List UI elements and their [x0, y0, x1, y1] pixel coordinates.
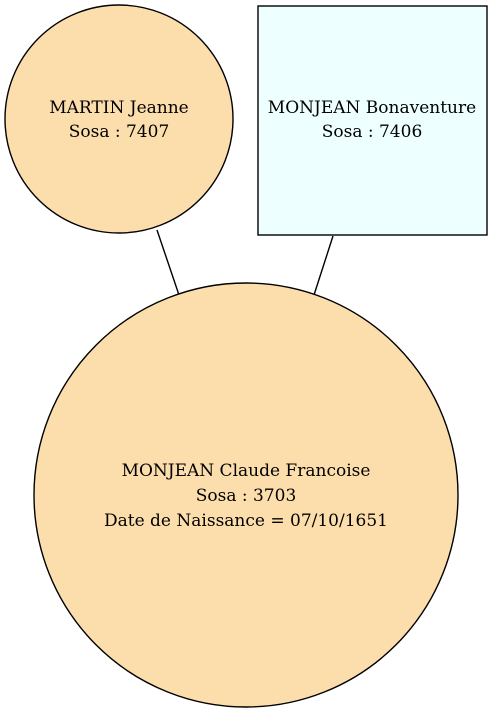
node-child-birth-date: Date de Naissance = 07/10/1651 [104, 511, 388, 531]
node-father-sosa: Sosa : 7406 [322, 122, 423, 142]
edge-father-to-child [313, 235, 334, 296]
edge-mother-to-child [156, 229, 180, 296]
node-child-sosa: Sosa : 3703 [196, 486, 297, 506]
node-father-shape [257, 5, 488, 236]
node-father[interactable]: MONJEAN Bonaventure Sosa : 7406 [257, 5, 488, 236]
node-father-name: MONJEAN Bonaventure [268, 98, 476, 118]
node-mother[interactable]: MARTIN Jeanne Sosa : 7407 [4, 4, 234, 234]
node-child-shape [33, 282, 459, 708]
node-child-name: MONJEAN Claude Francoise [122, 461, 371, 481]
node-child[interactable]: MONJEAN Claude Francoise Sosa : 3703 Dat… [33, 282, 459, 708]
node-mother-name: MARTIN Jeanne [49, 98, 189, 118]
node-mother-sosa: Sosa : 7407 [69, 122, 170, 142]
node-mother-shape [4, 4, 234, 234]
